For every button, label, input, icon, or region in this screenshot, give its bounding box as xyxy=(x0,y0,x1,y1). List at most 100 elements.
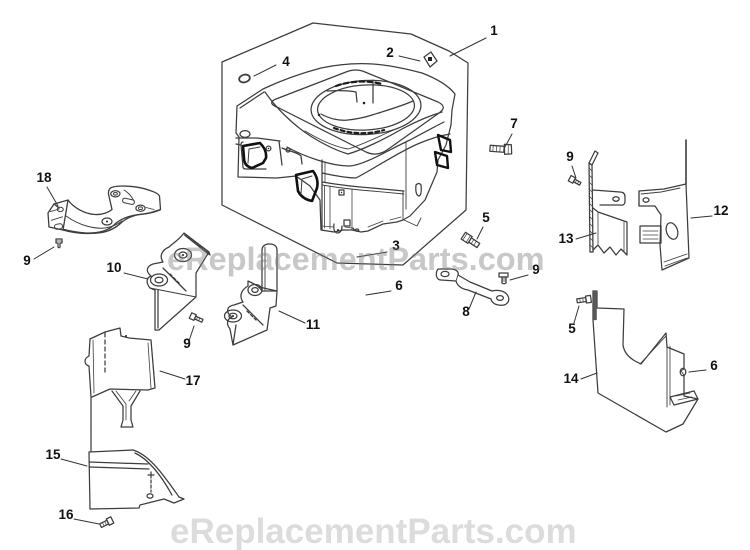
part-10-baffle-stroke xyxy=(173,247,193,263)
part-1-blower-housing-stroke xyxy=(320,100,414,121)
callout-label-8: 8 xyxy=(462,304,470,319)
part-17-shroud-stroke xyxy=(111,390,141,428)
callout-label-17: 17 xyxy=(185,373,200,388)
callout-label-7: 7 xyxy=(510,116,518,131)
part-12-bracket-stroke xyxy=(640,187,681,195)
part-18-bracket-stroke xyxy=(122,197,135,205)
part-14-baffle-stroke xyxy=(593,291,597,320)
callout-leader-2 xyxy=(398,55,421,62)
part-10-baffle xyxy=(146,232,211,331)
part-13-bracket-stroke xyxy=(588,162,594,253)
part-17-shroud xyxy=(84,327,156,428)
part-1-blower-housing-stroke xyxy=(317,113,321,117)
part-1-blower-housing-stroke xyxy=(300,175,313,195)
part-12-bracket xyxy=(638,139,690,271)
callout-leader-12 xyxy=(690,215,713,219)
callout-leader-15 xyxy=(60,458,88,467)
part-14-baffle-stroke xyxy=(592,290,699,433)
part-11-baffle-stroke xyxy=(251,286,259,294)
part-15-shroud-stroke xyxy=(88,461,149,465)
callout-label-6: 6 xyxy=(395,278,403,293)
part-13-bracket-stroke xyxy=(588,150,599,166)
part-15-shroud-stroke xyxy=(147,471,155,479)
screw-5-right-of-housing-stroke xyxy=(470,239,477,246)
part-18-bracket-stroke xyxy=(65,215,123,229)
callout-label-16: 16 xyxy=(58,507,74,522)
part-10-baffle-stroke xyxy=(149,273,169,287)
part-15-shroud-stroke xyxy=(146,493,154,499)
part-14-baffle xyxy=(592,290,699,433)
callout-label-12: 12 xyxy=(713,203,728,218)
screw-7 xyxy=(489,143,513,155)
part-1-blower-housing-stroke xyxy=(264,91,443,155)
part-17-shroud-stroke xyxy=(84,338,92,428)
callout-leader-9 xyxy=(571,165,577,179)
part-16-screw-stroke xyxy=(102,521,107,527)
part-18-bracket-stroke xyxy=(112,192,118,196)
part-18-bracket-stroke xyxy=(63,185,162,234)
part-1-blower-housing-stroke xyxy=(294,169,319,203)
part-11-baffle-stroke xyxy=(246,310,257,321)
part-1-blower-housing-stroke xyxy=(415,182,422,197)
part-17-shroud-stroke xyxy=(147,340,156,389)
part-1-blower-housing-stroke xyxy=(436,133,453,154)
part-10-baffle-stroke xyxy=(154,276,164,284)
part-13-bracket-stroke xyxy=(592,189,626,206)
part-17-shroud-stroke xyxy=(92,339,95,394)
callout-leader-11 xyxy=(278,310,306,324)
part-4-plug xyxy=(238,73,251,84)
part-10-baffle-stroke xyxy=(149,287,197,298)
part-1-blower-housing-stroke xyxy=(278,140,283,166)
callout-leader-6 xyxy=(365,290,392,296)
screw-9-near-13-stroke xyxy=(567,174,577,184)
callout-label-15: 15 xyxy=(45,447,61,462)
part-18-bracket-stroke xyxy=(123,189,135,202)
part-1-blower-housing-stroke xyxy=(326,89,358,103)
part-12-bracket-stroke xyxy=(642,230,659,240)
housing-outline-box xyxy=(221,22,469,266)
callout-leader-8 xyxy=(468,291,477,310)
callout-leader-7 xyxy=(504,133,513,148)
part-1-blower-housing-stroke xyxy=(239,91,265,109)
part-1-blower-housing-stroke xyxy=(235,137,281,142)
screw-9-near-8 xyxy=(498,272,509,285)
callout-leader-3 xyxy=(356,251,388,258)
part-2-clip-stroke xyxy=(423,51,438,68)
callout-leader-5 xyxy=(573,305,580,324)
callout-label-9: 9 xyxy=(23,253,31,268)
callout-label-2: 2 xyxy=(386,45,394,60)
part-1-blower-housing-stroke xyxy=(240,141,267,170)
part-1-blower-housing-stroke xyxy=(310,79,422,136)
part-1-blower-housing-stroke xyxy=(367,216,402,228)
screw-5-near-14-stroke xyxy=(579,297,584,303)
screw-7-stroke xyxy=(489,144,505,153)
part-1-blower-housing-stroke xyxy=(239,129,251,139)
screw-5-right-of-housing-stroke xyxy=(460,231,473,244)
part-11-baffle-stroke xyxy=(232,324,237,346)
part-1-blower-housing-stroke xyxy=(324,161,326,229)
part-18-bracket-stroke xyxy=(135,204,146,212)
part-18-bracket-stroke xyxy=(106,220,108,223)
part-12-bracket-stroke xyxy=(642,197,650,203)
part-11-baffle-stroke xyxy=(242,304,264,326)
part-10-baffle-stroke xyxy=(162,267,187,292)
callout-leader-14 xyxy=(580,372,598,380)
screw-9-near-13 xyxy=(567,174,582,186)
part-1-blower-housing-stroke xyxy=(340,191,343,194)
part-12-bracket-stroke xyxy=(639,225,662,244)
part-16-screw xyxy=(99,516,115,529)
part-1-blower-housing-stroke xyxy=(286,121,445,167)
callout-leader-9 xyxy=(509,274,529,281)
part-15-shroud-stroke xyxy=(88,449,185,510)
part-1-blower-housing-stroke xyxy=(316,84,416,131)
part-1-blower-housing-stroke xyxy=(362,101,366,105)
callout-label-5: 5 xyxy=(568,321,576,336)
part-14-baffle-stroke xyxy=(680,368,685,376)
callout-label-13: 13 xyxy=(558,231,574,246)
screw-9-near-8-stroke xyxy=(501,276,507,285)
screw-7-stroke xyxy=(507,144,509,155)
part-18-bracket-stroke xyxy=(138,206,143,210)
part-14-baffle-stroke xyxy=(592,290,685,370)
part-8-bracket xyxy=(435,268,510,306)
